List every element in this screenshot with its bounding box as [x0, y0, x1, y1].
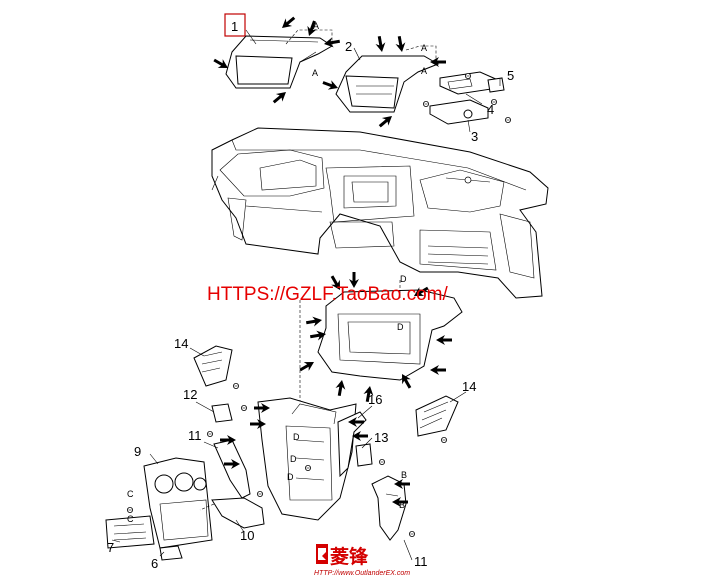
screw-icon [256, 490, 264, 498]
view-letter-b: B [399, 500, 405, 510]
callout-11-left: 11 [188, 428, 202, 443]
view-letter-a: A [421, 43, 427, 53]
screw-icon [464, 73, 472, 79]
callout-12: 12 [183, 387, 197, 402]
arrow-icon [376, 112, 396, 131]
callout-10: 10 [240, 528, 254, 543]
arrow-icon [394, 35, 407, 53]
view-letter-d: D [287, 472, 294, 482]
center-frame-part [299, 280, 463, 420]
part-14-right-vent [415, 395, 459, 437]
part-14-left-vent [193, 345, 233, 387]
callout-5: 5 [507, 68, 514, 83]
view-letter-d: D [290, 454, 297, 464]
arrow-icon [297, 357, 317, 375]
view-letter-a: A [313, 21, 319, 31]
part-6-clip [159, 545, 183, 561]
arrow-icon [436, 335, 452, 345]
screw-icon [240, 404, 248, 412]
callout-1-box [224, 13, 246, 37]
brand-logo: 菱锋 HTTP://www.OutlanderEX.com [314, 544, 410, 577]
arrow-icon [334, 379, 347, 397]
callout-14-left: 14 [174, 336, 188, 351]
callout-11-right: 11 [414, 554, 428, 569]
arrow-icon [305, 315, 323, 328]
screw-icon [304, 464, 312, 472]
callout-7: 7 [107, 540, 114, 555]
view-letter-c: C [127, 514, 134, 524]
callout-16: 16 [368, 392, 382, 407]
callout-2: 2 [345, 39, 352, 54]
arrow-icon [321, 77, 340, 93]
part-2-center-hood [335, 45, 440, 113]
part-11-left-trim [213, 439, 251, 499]
part-9-audio-bezel [143, 457, 213, 549]
view-letter-c: C [127, 489, 134, 499]
part-13-switch [355, 443, 373, 467]
callout-9: 9 [134, 444, 141, 459]
callout-14-right: 14 [462, 379, 476, 394]
screw-icon [504, 117, 512, 123]
view-letter-d: D [293, 432, 300, 442]
callout-3: 3 [471, 129, 478, 144]
callout-1: 1 [231, 19, 238, 34]
screw-icon [127, 506, 134, 513]
part-12-switch [211, 403, 233, 423]
part-16-side-trim [337, 411, 367, 478]
part-1-meter-hood [224, 13, 333, 89]
leader-lines [111, 29, 501, 561]
center-console-panel [257, 397, 357, 521]
brand-logo-url: HTTP://www.OutlanderEX.com [314, 570, 410, 577]
view-letter-a: A [312, 68, 318, 78]
part-5-switch [487, 77, 505, 93]
arrow-icon [278, 13, 298, 32]
screw-icon [408, 531, 416, 537]
watermark-url: HTTPS://GZLF.TaoBao.com/ [207, 284, 448, 305]
arrow-icon [430, 365, 446, 375]
view-letter-a: A [421, 66, 427, 76]
view-letter-d: D [397, 322, 404, 332]
callout-6: 6 [151, 556, 158, 571]
screw-icon [206, 430, 214, 438]
arrow-icon [374, 35, 387, 53]
part-7-switch-panel [105, 515, 155, 549]
screw-icon [232, 382, 240, 390]
part-3-bracket [429, 99, 489, 125]
callout-4: 4 [487, 102, 494, 117]
view-letter-b: B [401, 470, 407, 480]
screw-icon [422, 101, 430, 107]
instrument-panel-assembly [211, 127, 549, 299]
callout-13: 13 [374, 430, 388, 445]
brand-logo-text: 菱锋 [330, 545, 369, 568]
view-letter-d: D [400, 274, 407, 284]
screw-icon [378, 458, 386, 466]
screw-icon [440, 436, 448, 444]
part-10-bracket [199, 497, 265, 529]
part-11-right-trim [371, 475, 407, 541]
arrow-icon [270, 88, 290, 107]
